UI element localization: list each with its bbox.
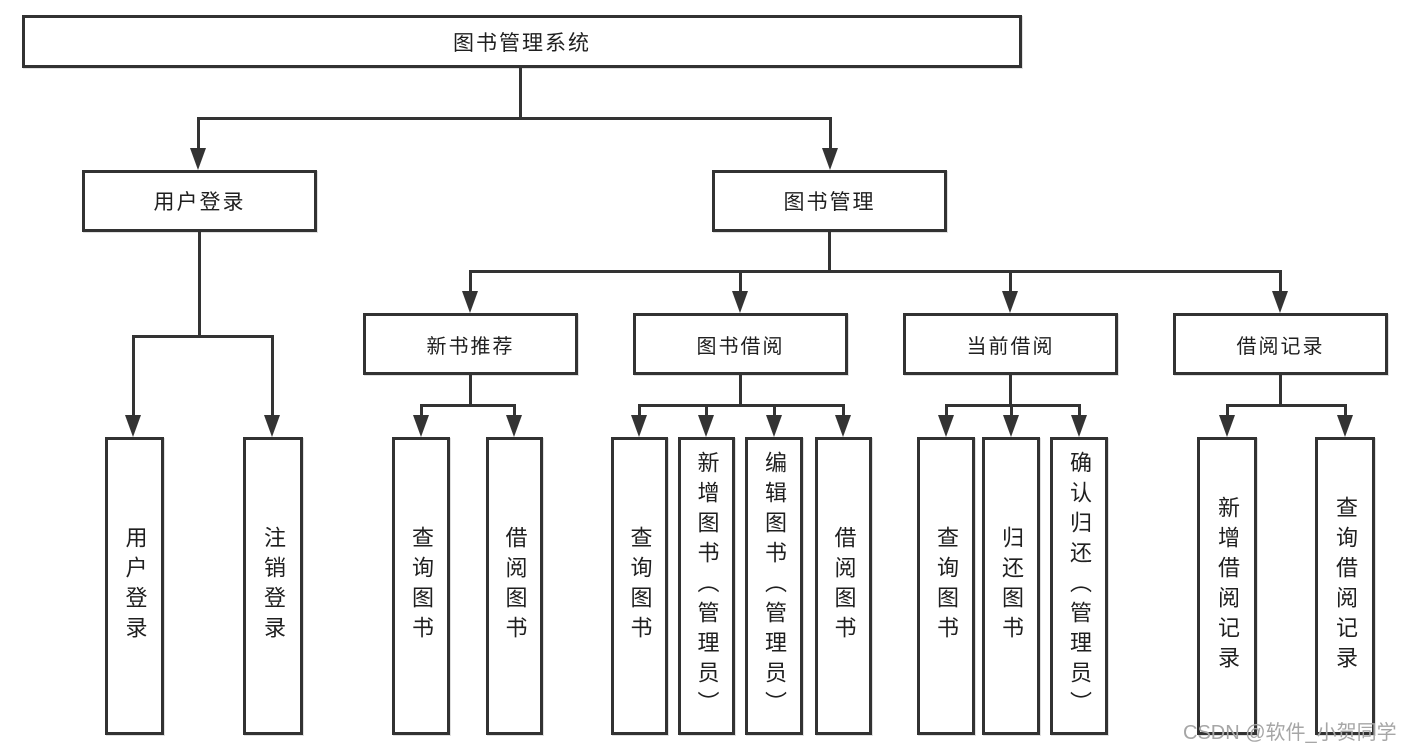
- connector-user-login-bus: [132, 335, 274, 338]
- arrow-to-leaf-confirm-return-icon: [1071, 415, 1087, 437]
- leaf-query-books-current: 查询图书: [917, 437, 975, 735]
- connector-to-leaf-borrow-books-1: [513, 404, 516, 417]
- connector-root-bus: [197, 117, 832, 120]
- arrow-to-current-borrow-icon: [1002, 291, 1018, 313]
- node-label: 图书借阅: [696, 335, 785, 358]
- arrow-to-leaf-add-borrow-record-icon: [1219, 415, 1235, 437]
- node-label: 用户登录: [153, 191, 246, 214]
- leaf-label: 查询图书: [934, 526, 959, 646]
- leaf-borrow-books-recommend: 借阅图书: [486, 437, 543, 735]
- leaf-query-borrow-record: 查询借阅记录: [1315, 437, 1375, 735]
- node-book-borrow: 图书借阅: [633, 313, 848, 375]
- connector-new-book-recommend-stem: [469, 375, 472, 406]
- leaf-confirm-return-admin: 确认归还（管理员）: [1050, 437, 1108, 735]
- arrow-to-leaf-edit-books-icon: [766, 415, 782, 437]
- connector-current-borrow-bus: [945, 404, 1081, 407]
- node-label: 当前借阅: [966, 335, 1055, 358]
- connector-to-new-book-recommend: [469, 270, 472, 293]
- connector-to-book-borrow: [739, 270, 742, 293]
- arrow-to-leaf-query-books-2-icon: [631, 415, 647, 437]
- node-library-management-system: 图书管理系统: [22, 15, 1022, 68]
- connector-book-borrow-bus: [638, 404, 845, 407]
- leaf-label: 用户登录: [122, 526, 148, 646]
- leaf-edit-books-admin: 编辑图书（管理员）: [745, 437, 803, 735]
- connector-current-borrow-stem: [1009, 375, 1012, 406]
- leaf-logout: 注销登录: [243, 437, 303, 735]
- connector-to-leaf-query-borrow-record: [1344, 404, 1347, 417]
- connector-root-to-book-management: [829, 117, 832, 150]
- connector-to-leaf-confirm-return: [1078, 404, 1081, 417]
- arrow-to-new-book-recommend-icon: [462, 291, 478, 313]
- arrow-to-leaf-query-borrow-record-icon: [1337, 415, 1353, 437]
- node-book-management: 图书管理: [712, 170, 947, 232]
- arrow-to-leaf-borrow-books-2-icon: [835, 415, 851, 437]
- connector-book-management-stem: [828, 232, 831, 272]
- node-user-login: 用户登录: [82, 170, 317, 232]
- leaf-return-books: 归还图书: [982, 437, 1040, 735]
- connector-to-leaf-query-books-3: [945, 404, 948, 417]
- leaf-label: 查询借阅记录: [1333, 496, 1358, 676]
- connector-to-borrow-records: [1279, 270, 1282, 293]
- connector-user-login-stem: [198, 232, 201, 337]
- connector-to-leaf-logout: [271, 335, 274, 417]
- arrow-to-leaf-logout-icon: [264, 415, 280, 437]
- arrow-to-leaf-borrow-books-1-icon: [506, 415, 522, 437]
- connector-to-leaf-add-borrow-record: [1226, 404, 1229, 417]
- node-label: 新书推荐: [426, 335, 515, 358]
- node-label: 图书管理系统: [453, 31, 591, 55]
- leaf-query-books-recommend: 查询图书: [392, 437, 450, 735]
- leaf-label: 新增图书（管理员）: [694, 451, 720, 721]
- connector-new-book-recommend-bus: [420, 404, 516, 407]
- leaf-add-borrow-record: 新增借阅记录: [1197, 437, 1257, 735]
- connector-to-leaf-borrow-books-2: [842, 404, 845, 417]
- watermark-text: CSDN @软件_小贺同学: [1183, 722, 1397, 744]
- connector-borrow-records-stem: [1279, 375, 1282, 406]
- node-current-borrow: 当前借阅: [903, 313, 1118, 375]
- connector-to-leaf-query-books-1: [420, 404, 423, 417]
- leaf-label: 注销登录: [261, 526, 286, 646]
- node-new-book-recommend: 新书推荐: [363, 313, 578, 375]
- leaf-label: 借阅图书: [831, 526, 857, 646]
- connector-book-management-bus: [469, 270, 1282, 273]
- arrow-to-book-management-icon: [822, 148, 838, 170]
- connector-to-leaf-return-books: [1010, 404, 1013, 417]
- node-label: 借阅记录: [1236, 335, 1325, 358]
- arrow-to-user-login-icon: [190, 148, 206, 170]
- leaf-query-books-borrow: 查询图书: [611, 437, 668, 735]
- leaf-add-books-admin: 新增图书（管理员）: [678, 437, 735, 735]
- arrow-to-borrow-records-icon: [1272, 291, 1288, 313]
- connector-root-stem: [519, 68, 522, 118]
- node-borrow-records: 借阅记录: [1173, 313, 1388, 375]
- leaf-label: 归还图书: [999, 526, 1024, 646]
- leaf-user-login: 用户登录: [105, 437, 164, 735]
- leaf-label: 借阅图书: [502, 526, 528, 646]
- connector-to-leaf-add-books: [705, 404, 708, 417]
- connector-borrow-records-bus: [1226, 404, 1346, 407]
- leaf-label: 查询图书: [627, 526, 653, 646]
- connector-to-leaf-edit-books: [773, 404, 776, 417]
- leaf-label: 查询图书: [409, 526, 434, 646]
- arrow-to-leaf-user-login-icon: [125, 415, 141, 437]
- connector-root-to-user-login: [197, 117, 200, 150]
- connector-book-borrow-stem: [739, 375, 742, 406]
- leaf-label: 编辑图书（管理员）: [762, 451, 787, 721]
- connector-to-current-borrow: [1009, 270, 1012, 293]
- arrow-to-leaf-add-books-icon: [698, 415, 714, 437]
- leaf-label: 新增借阅记录: [1215, 496, 1240, 676]
- node-label: 图书管理: [783, 191, 876, 214]
- connector-to-leaf-query-books-2: [638, 404, 641, 417]
- arrow-to-leaf-query-books-3-icon: [938, 415, 954, 437]
- leaf-borrow-books: 借阅图书: [815, 437, 872, 735]
- arrow-to-leaf-return-books-icon: [1003, 415, 1019, 437]
- connector-to-leaf-user-login: [132, 335, 135, 417]
- leaf-label: 确认归还（管理员）: [1067, 451, 1092, 721]
- arrow-to-leaf-query-books-1-icon: [413, 415, 429, 437]
- arrow-to-book-borrow-icon: [732, 291, 748, 313]
